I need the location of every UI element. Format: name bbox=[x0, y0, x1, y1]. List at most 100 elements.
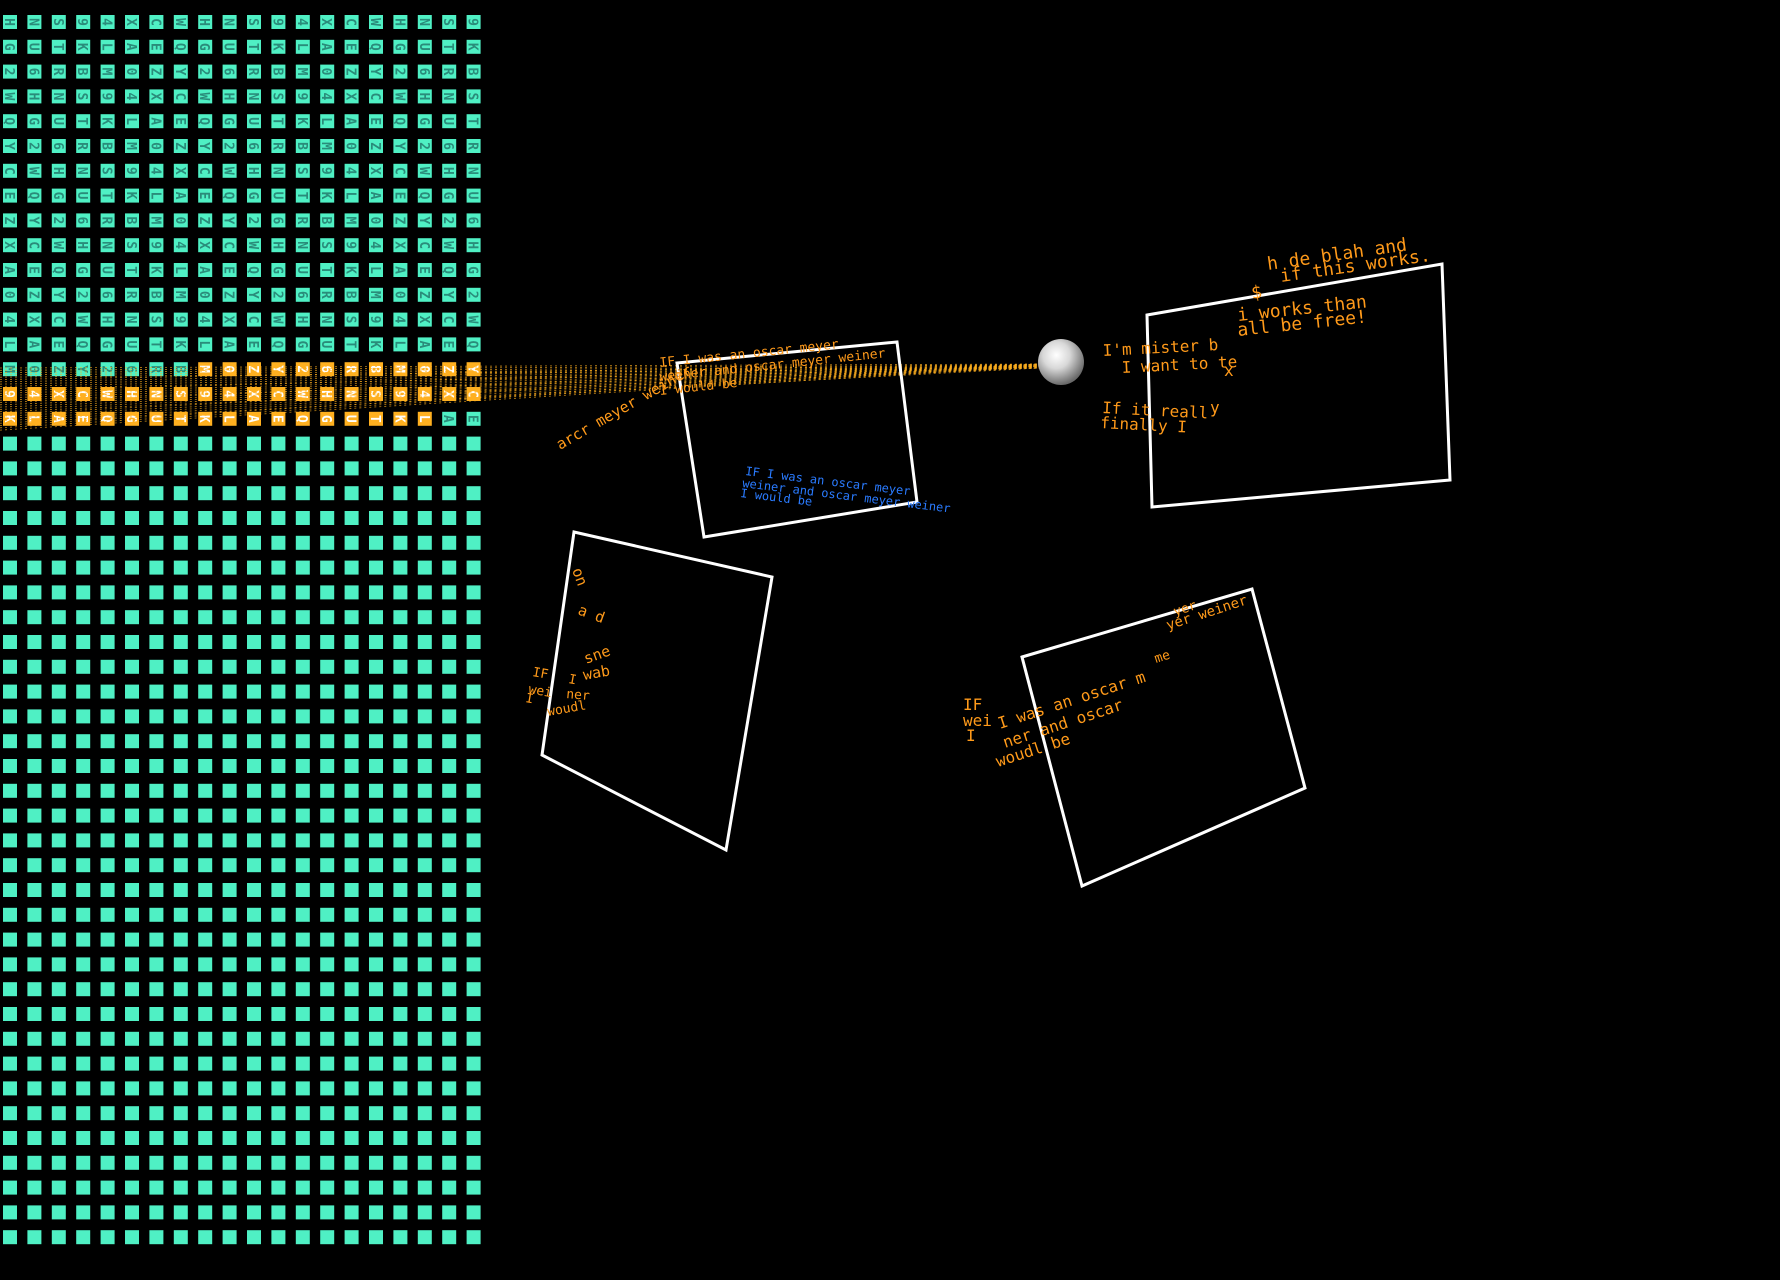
grid-cell bbox=[149, 1106, 164, 1121]
grid-cell bbox=[417, 833, 432, 848]
grid-cell bbox=[51, 1081, 66, 1096]
grid-cell bbox=[125, 263, 139, 277]
frame-upper-right[interactable] bbox=[1145, 262, 1452, 509]
frame-bottom-right[interactable] bbox=[1020, 587, 1307, 889]
grid-cell bbox=[27, 139, 42, 153]
grid-glyph: 6 bbox=[50, 142, 65, 150]
grid-cell bbox=[295, 610, 310, 625]
grid-cell bbox=[149, 610, 164, 625]
grid-cell bbox=[198, 238, 213, 253]
grid-cell bbox=[51, 585, 66, 600]
grid-cell bbox=[125, 411, 139, 426]
stream-line bbox=[0, 365, 1041, 408]
grid-cell bbox=[51, 287, 66, 302]
grid-glyph: N bbox=[25, 18, 40, 26]
grid-cell bbox=[3, 312, 17, 327]
grid-glyph: 4 bbox=[123, 92, 138, 100]
frame-left[interactable] bbox=[540, 530, 774, 853]
grid-cell bbox=[76, 1081, 91, 1096]
grid-cell bbox=[125, 883, 139, 897]
grid-cell bbox=[442, 411, 457, 426]
grid-cell bbox=[344, 411, 359, 426]
grid-cell bbox=[466, 312, 481, 327]
grid-glyph: E bbox=[25, 266, 40, 274]
grid-glyph: E bbox=[269, 415, 284, 423]
grid-cell bbox=[125, 1031, 139, 1046]
grid-cell bbox=[271, 734, 286, 749]
grid-cell bbox=[51, 1007, 66, 1021]
grid-cell bbox=[271, 610, 286, 625]
grid-cell bbox=[442, 1205, 457, 1220]
grid-cell bbox=[76, 362, 91, 377]
grid-cell bbox=[222, 287, 237, 302]
grid-cell bbox=[198, 1180, 213, 1195]
grid-cell bbox=[271, 1081, 286, 1096]
grid-glyph: H bbox=[245, 167, 260, 175]
grid-glyph: L bbox=[196, 340, 211, 348]
grid-cell bbox=[320, 436, 335, 451]
grid-cell bbox=[27, 461, 42, 476]
grid-cell bbox=[442, 511, 457, 525]
grid-cell bbox=[320, 89, 335, 104]
grid-cell bbox=[125, 89, 139, 104]
grid-glyph: K bbox=[367, 340, 382, 348]
grid-cell bbox=[295, 982, 310, 997]
grid-cell bbox=[27, 560, 42, 575]
grid-cell bbox=[222, 808, 237, 823]
grid-glyph: C bbox=[367, 92, 382, 100]
grid-cell bbox=[295, 907, 310, 922]
grid-glyph: U bbox=[440, 117, 455, 125]
grid-glyph: 6 bbox=[269, 216, 284, 224]
grid-cell bbox=[393, 535, 408, 550]
grid-cell bbox=[442, 312, 457, 327]
grid-cell bbox=[417, 238, 432, 253]
stream-line bbox=[0, 367, 1041, 401]
grid-cell bbox=[247, 759, 261, 773]
frame-text-line: I bbox=[966, 726, 976, 745]
grid-glyph: T bbox=[294, 192, 309, 200]
grid-glyph: X bbox=[1, 241, 16, 249]
grid-cell bbox=[247, 709, 261, 724]
grid-cell bbox=[76, 1106, 91, 1121]
grid-cell bbox=[173, 1056, 188, 1071]
grid-cell bbox=[442, 263, 457, 277]
grid-glyph: L bbox=[416, 415, 431, 423]
grid-cell bbox=[247, 139, 261, 153]
stream-line bbox=[0, 365, 1041, 431]
grid-cell bbox=[271, 808, 286, 823]
grid-glyph: X bbox=[147, 92, 162, 100]
grid-cell bbox=[320, 461, 335, 476]
grid-cell bbox=[393, 1131, 408, 1145]
grid-cell bbox=[198, 511, 213, 525]
grid-cell bbox=[3, 1007, 17, 1021]
grid-cell bbox=[344, 1205, 359, 1220]
grid-cell bbox=[222, 932, 237, 947]
sphere-icon[interactable] bbox=[1038, 339, 1084, 385]
grid-glyph: Y bbox=[25, 216, 40, 224]
frame-top-center[interactable] bbox=[675, 340, 919, 539]
grid-cell bbox=[442, 1056, 457, 1071]
grid-glyph: W bbox=[99, 390, 114, 398]
grid-cell bbox=[369, 1056, 383, 1071]
grid-cell bbox=[466, 635, 481, 649]
grid-cell bbox=[125, 709, 139, 724]
grid-glyph: U bbox=[221, 43, 236, 51]
grid-cell bbox=[100, 1155, 115, 1170]
grid-cell bbox=[76, 461, 91, 476]
grid-cell bbox=[320, 188, 335, 203]
grid-glyph: B bbox=[269, 68, 284, 76]
grid-glyph: U bbox=[147, 415, 162, 423]
grid-cell bbox=[369, 39, 383, 54]
grid-glyph: K bbox=[123, 192, 138, 200]
grid-cell bbox=[27, 411, 42, 426]
grid-glyph: H bbox=[99, 316, 114, 324]
grid-cell bbox=[173, 833, 188, 848]
grid-cell bbox=[100, 1031, 115, 1046]
grid-glyph: S bbox=[50, 18, 65, 26]
grid-cell bbox=[417, 982, 432, 997]
grid-glyph: 2 bbox=[196, 68, 211, 76]
grid-cell bbox=[76, 808, 91, 823]
grid-cell bbox=[369, 659, 383, 674]
grid-cell bbox=[295, 411, 310, 426]
grid-cell bbox=[442, 163, 457, 178]
